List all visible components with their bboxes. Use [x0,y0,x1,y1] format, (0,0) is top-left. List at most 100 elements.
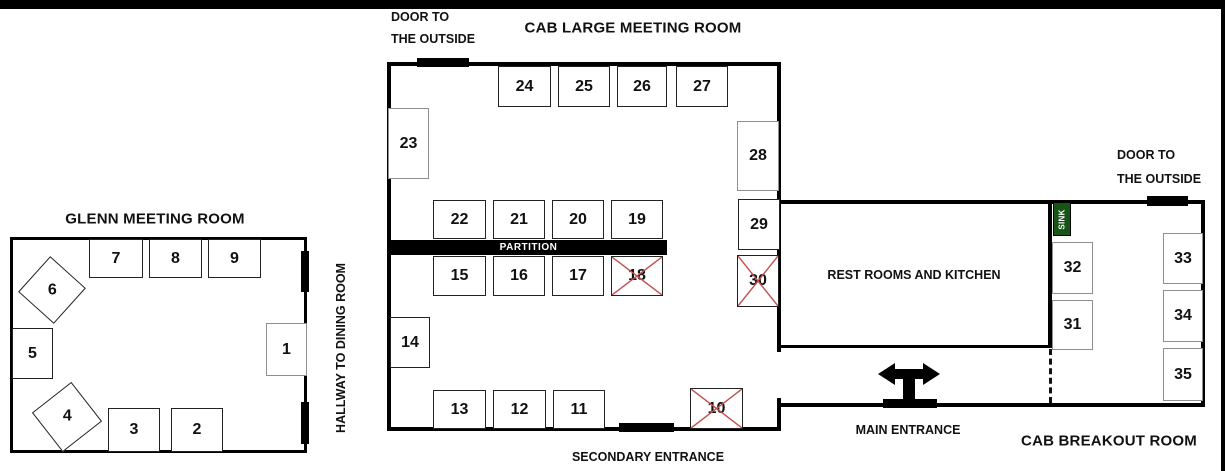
table-number: 1 [282,340,291,358]
outside-door-left [417,58,469,67]
table-number: 33 [1174,249,1192,267]
table-number: 32 [1063,259,1082,276]
glenn-door-bottom [301,402,309,444]
table-22: 22 [433,200,486,239]
table-30: 30 [737,255,779,307]
table-15: 15 [433,256,486,296]
table-14: 14 [390,317,430,368]
table-number: 9 [230,249,239,267]
table-23: 23 [388,108,429,179]
table-35: 35 [1163,348,1203,401]
table-7: 7 [89,239,143,278]
table-number: 10 [707,399,726,417]
page-right-line [1221,0,1225,471]
right-section-wall-top [780,200,1205,204]
table-number: 22 [450,210,469,228]
cab-large-wall-left [387,62,391,431]
table-26: 26 [617,66,667,107]
table-28: 28 [737,121,779,191]
table-16: 16 [493,256,545,296]
hallway-label: HALLWAY TO DINING ROOM [334,263,348,433]
glenn-room-title: GLENN MEETING ROOM [65,210,245,228]
table-12: 12 [493,390,546,429]
partition-label: PARTITION [499,242,558,253]
table-number: 16 [510,267,528,284]
table-5: 5 [12,328,53,379]
table-17: 17 [552,256,604,296]
main-entrance-label: MAIN ENTRANCE [855,423,961,437]
table-24: 24 [498,66,551,107]
secondary-entrance-label: SECONDARY ENTRANCE [571,450,725,464]
table-8: 8 [149,239,202,278]
table-31: 31 [1052,300,1093,350]
cab-large-room-title: CAB LARGE MEETING ROOM [524,19,742,37]
main-entrance-door [883,399,937,408]
table-32: 32 [1052,242,1093,294]
table-3: 3 [108,408,160,452]
table-number: 18 [628,267,646,284]
restrooms-wall-bottom [780,345,1052,348]
table-number: 7 [111,249,121,267]
sink-label: SINK [1057,208,1067,230]
table-13: 13 [433,390,486,429]
table-number: 34 [1174,307,1192,324]
door-label-line2: THE OUTSIDE [1117,172,1202,186]
entrance-direction-arrow [878,363,940,399]
restrooms-wall-right [1048,200,1052,348]
table-number: 4 [62,408,72,425]
breakout-wall-right [1201,200,1205,407]
table-number: 15 [450,267,469,284]
table-number: 26 [633,77,651,95]
door-label-line1: DOOR TO [1117,148,1176,162]
table-2: 2 [171,408,223,452]
corridor-dashed-wall [1049,349,1052,403]
glenn-door-top [301,251,309,292]
table-number: 6 [47,281,57,298]
cab-large-wall-right-lower [777,398,781,431]
table-27: 27 [676,66,728,107]
door-to-outside-label-left: DOOR TO THE OUTSIDE [391,6,475,50]
table-19: 19 [611,200,663,239]
table-number: 31 [1063,316,1082,333]
table-33: 33 [1163,233,1203,284]
table-number: 11 [570,400,588,418]
table-25: 25 [558,66,610,107]
table-number: 30 [749,272,767,289]
table-number: 17 [569,267,587,284]
table-34: 34 [1163,290,1203,342]
table-number: 20 [569,210,587,228]
table-number: 25 [575,77,593,95]
table-9: 9 [208,239,261,278]
table-1: 1 [266,323,307,376]
secondary-entrance-door [619,423,674,432]
table-number: 27 [693,77,711,95]
right-section-wall-bottom [780,403,1205,407]
table-number: 21 [510,210,528,228]
table-number: 28 [749,147,767,164]
table-number: 8 [171,249,180,267]
partition-bar: PARTITION [390,240,667,255]
table-10: 10 [690,388,743,429]
cab-large-wall-bottom [387,427,780,431]
table-number: 3 [129,421,139,438]
page-top-bar [0,0,1225,9]
table-18: 18 [611,256,663,296]
table-number: 2 [192,421,202,438]
table-21: 21 [493,200,545,239]
table-number: 14 [401,333,419,351]
restrooms-kitchen-label: REST ROOMS AND KITCHEN [827,268,1001,282]
table-20: 20 [552,200,604,239]
door-to-outside-label-right: DOOR TO THE OUTSIDE [1117,143,1201,191]
cab-breakout-room-title: CAB BREAKOUT ROOM [1021,432,1197,450]
table-11: 11 [553,390,605,429]
table-29: 29 [738,199,780,250]
table-number: 5 [28,344,37,362]
door-label-line1: DOOR TO [391,10,450,24]
outside-door-right [1147,196,1188,206]
table-number: 13 [450,400,469,418]
cab-large-wall-top [387,62,780,66]
table-number: 12 [510,400,529,418]
table-number: 35 [1174,365,1192,383]
table-number: 29 [750,215,768,233]
